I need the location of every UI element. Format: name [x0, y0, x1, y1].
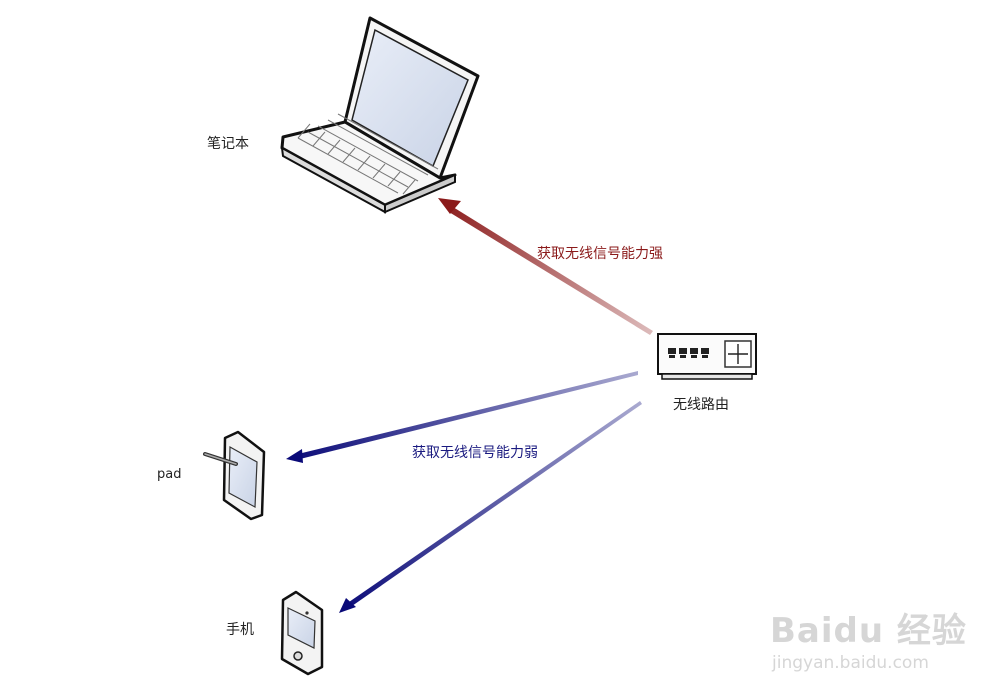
pad-icon — [203, 430, 266, 521]
laptop-label: 笔记本 — [207, 136, 249, 152]
baidu-watermark: Baidu 经验 jingyan.baidu.com — [760, 595, 970, 685]
router-icon — [657, 333, 757, 380]
weak-signal-label: 获取无线信号能力弱 — [412, 445, 538, 461]
router-label: 无线路由 — [673, 397, 729, 413]
strong-signal-label: 获取无线信号能力强 — [537, 246, 663, 262]
weak-signal-arrow-phone — [339, 401, 642, 613]
laptop-icon — [280, 16, 480, 214]
pad-label: pad — [157, 467, 182, 482]
watermark-brand: Baidu 经验 — [770, 611, 967, 651]
phone-label: 手机 — [226, 622, 254, 638]
phone-icon — [280, 590, 324, 676]
watermark-url: jingyan.baidu.com — [772, 653, 929, 673]
strong-signal-arrow — [438, 198, 653, 335]
weak-signal-arrow-pad — [286, 371, 638, 463]
